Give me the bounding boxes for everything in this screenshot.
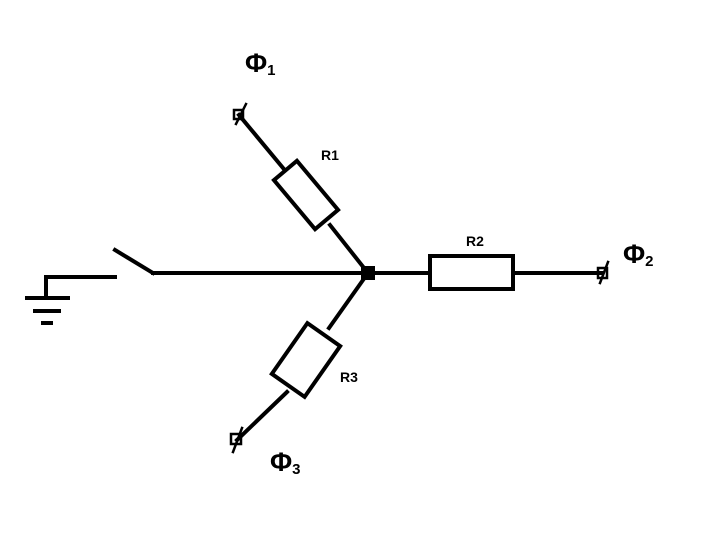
terminal-phi3 [229,426,244,454]
phi1-symbol: Φ [245,48,267,78]
resistor-r3 [269,320,343,400]
phi2-index: 2 [645,253,653,270]
terminal-phi1 [232,102,248,126]
terminal-phi2 [596,260,610,285]
branch-r2 [366,254,604,291]
branch-r1 [236,112,371,276]
label-r2: R2 [466,233,484,249]
label-phi1: Φ1 [245,48,276,79]
resistor-r1 [271,158,341,232]
phi3-symbol: Φ [270,447,292,477]
switch [112,247,156,276]
ground-symbol [25,275,117,325]
phi2-symbol: Φ [623,239,645,269]
label-r3: R3 [340,369,358,385]
branch-r3 [234,270,371,443]
resistor-r2 [428,254,515,291]
junction-node [361,266,375,280]
phi3-index: 3 [292,461,300,478]
label-phi2: Φ2 [623,239,654,270]
label-r1: R1 [321,147,339,163]
phi1-index: 1 [267,62,275,79]
label-phi3: Φ3 [270,447,301,478]
